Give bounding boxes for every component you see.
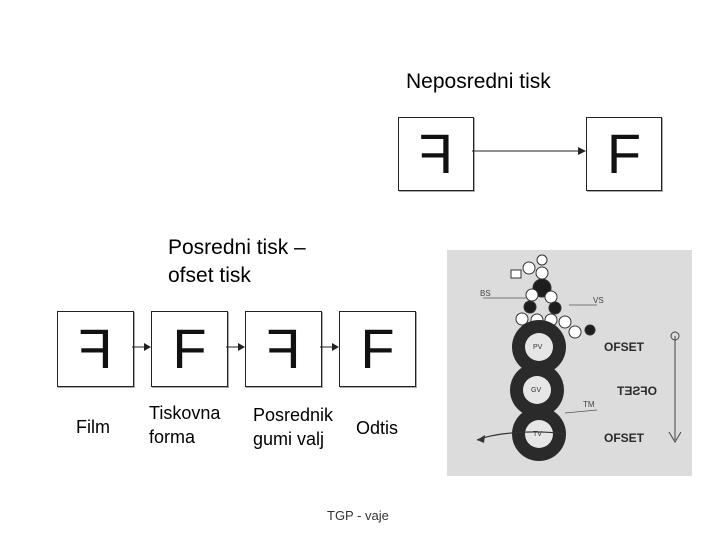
label-ofset-mirrored: OFSET bbox=[616, 384, 657, 398]
offset-print-title-line1: Posredni tisk – bbox=[168, 236, 306, 259]
caption-printing-form-line1: Tiskovna bbox=[149, 403, 221, 423]
f-letter: F bbox=[172, 317, 207, 380]
caption-film: Film bbox=[76, 417, 110, 437]
plate-cylinder bbox=[512, 320, 566, 374]
direct-print-arrow bbox=[472, 147, 586, 155]
arrow-blanket-to-print bbox=[320, 343, 339, 351]
ink-fountain bbox=[510, 269, 522, 279]
footer-text: TGP - vaje bbox=[327, 508, 389, 523]
label-vs: VS bbox=[593, 296, 604, 305]
mirrored-f-letter: F bbox=[78, 317, 113, 380]
caption-blanket-line2: gumi valj bbox=[253, 429, 325, 449]
label-tm: TM bbox=[583, 400, 595, 409]
tm-leader bbox=[564, 409, 598, 414]
arrow-film-to-forma bbox=[132, 343, 151, 351]
ofset-arrowhead bbox=[668, 431, 682, 443]
impression-cylinder bbox=[512, 407, 566, 461]
label-bs: BS bbox=[480, 289, 491, 298]
printing-form-box: F bbox=[151, 311, 228, 387]
roller-train bbox=[515, 254, 596, 339]
blanket-cylinder bbox=[510, 363, 564, 417]
arrow-forma-to-blanket bbox=[226, 343, 245, 351]
film-box: F bbox=[57, 311, 134, 387]
label-ofset-bottom: OFSET bbox=[604, 431, 645, 445]
caption-blanket-line1: Posrednik bbox=[253, 405, 334, 425]
paper-arrowhead bbox=[477, 435, 485, 443]
label-pv: PV bbox=[533, 344, 543, 351]
label-tv: TV bbox=[533, 431, 542, 438]
offset-press-diagram: BS VS TM PV GV TV OFSET OFSET OFSET bbox=[447, 250, 692, 476]
print-result-box: F bbox=[339, 311, 416, 387]
mirrored-f-letter: F bbox=[418, 122, 454, 185]
figure-background bbox=[447, 250, 692, 476]
direct-print-title: Neposredni tisk bbox=[406, 70, 551, 93]
offset-print-title-line2: ofset tisk bbox=[168, 264, 251, 287]
ofset-top-marker bbox=[670, 331, 680, 341]
f-letter: F bbox=[606, 122, 642, 185]
label-ofset-top: OFSET bbox=[604, 340, 645, 354]
f-letter: F bbox=[360, 317, 395, 380]
caption-printing-form-line2: forma bbox=[149, 427, 196, 447]
direct-print-plate-box: F bbox=[398, 117, 474, 191]
mirrored-f-letter: F bbox=[266, 317, 301, 380]
caption-print: Odtis bbox=[356, 418, 399, 438]
blanket-cylinder-box: F bbox=[245, 311, 322, 387]
direct-print-result-box: F bbox=[586, 117, 662, 191]
label-gv: GV bbox=[531, 387, 541, 394]
